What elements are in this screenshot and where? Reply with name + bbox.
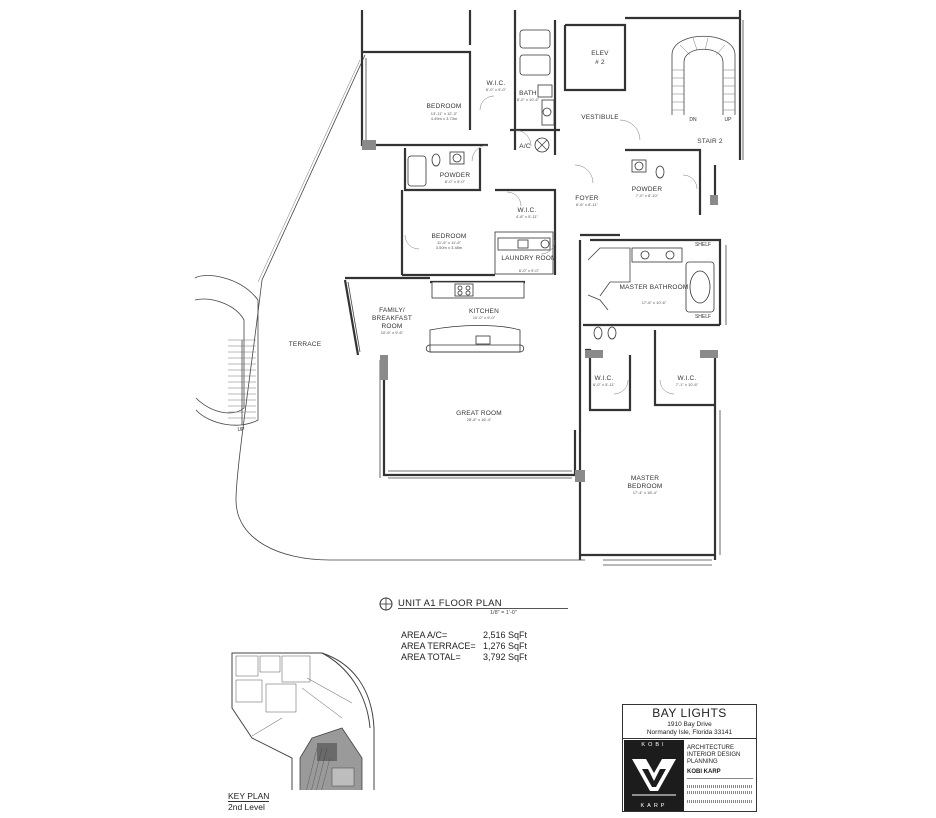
bath-label: BATH (519, 90, 537, 97)
firm-fine-print-rule (687, 778, 753, 779)
area-row-total: AREA TOTAL= 3,792 SqFt (401, 652, 561, 663)
terrace-outline-inner (257, 59, 361, 283)
wic-top-dims: 6'-0" x 9'-0" (486, 87, 507, 92)
wic-mid-dims: 4'-8" x 5'-11" (516, 214, 539, 219)
key-plan-drawing (231, 652, 375, 790)
north-arrow-icon (379, 597, 393, 611)
master-bath-label: MASTER BATHROOM (620, 284, 689, 291)
bedroom-top-label: BEDROOM (427, 103, 462, 110)
terrace-stair-curve (194, 275, 259, 426)
terrace-label: TERRACE (289, 341, 322, 348)
family-label-line3: ROOM (381, 323, 402, 330)
terrace-up-mark: UP (238, 427, 246, 433)
wic-top-label: W.I.C. (487, 80, 506, 87)
kitchen-label: KITCHEN (469, 308, 499, 315)
terrace-stair-curve-inner (194, 298, 245, 414)
family-label-line2: BREAKFAST (372, 315, 412, 322)
stair-2-label: STAIR 2 (697, 138, 723, 145)
unit-plan-title: UNIT A1 FLOOR PLAN (398, 598, 502, 609)
bedroom-mid-dims-metric: 3.50m x 3.48m (436, 245, 463, 250)
area-row-ac: AREA A/C= 2,516 SqFt (401, 630, 561, 641)
service-interior-design: INTERIOR DESIGN (687, 752, 741, 758)
title-block-divider (623, 738, 756, 739)
foyer-label: FOYER (575, 195, 598, 202)
terrace-outline (235, 54, 585, 561)
area-ac-value: 2,516 SqFt (483, 630, 528, 640)
logo-mark-icon (632, 759, 676, 796)
key-plan: KEY PLAN 2nd Level (222, 648, 378, 818)
vestibule-label: VESTIBULE (581, 114, 619, 121)
bedroom-mid-dims: 11'-6" x 11'-6" (437, 240, 462, 245)
bedroom-top-dims: 13'-11" x 12'-3" (431, 111, 458, 116)
area-total-label: AREA TOTAL= (401, 652, 461, 662)
plan-caption: UNIT A1 FLOOR PLAN 1/8" = 1'-0" AREA A/C… (372, 596, 572, 676)
key-plan-title: KEY PLAN 2nd Level (228, 791, 270, 812)
powder-left-dims: 8'-0" x 5'-0" (445, 179, 466, 184)
service-architecture: ARCHITECTURE (687, 745, 735, 751)
bedroom-mid-label: BEDROOM (432, 233, 467, 240)
family-label-line1: FAMILY/ (379, 307, 405, 314)
powder-right-label: POWDER (632, 186, 663, 193)
firm-name: KOBI KARP (687, 769, 721, 775)
elev-label: ELEV (591, 50, 609, 57)
powder-right-dims: 7'-0" x 8'-10" (636, 193, 659, 198)
key-plan-line2: 2nd Level (228, 802, 265, 812)
unit-walls (343, 10, 742, 560)
plumbing-fixtures (407, 29, 715, 340)
great-room-dims: 28'-8" x 16'-4" (467, 417, 492, 422)
wic-mid-label: W.I.C. (518, 207, 537, 214)
stair-up-mark: UP (725, 117, 733, 123)
caption-rule (398, 608, 568, 609)
master-bath-shower (587, 247, 631, 311)
kitchen-dims: 10'-0" x 9'-0" (473, 315, 496, 320)
bedroom-top-dims-metric: 4.49m x 3.73m (431, 116, 458, 121)
window-lines (347, 20, 744, 566)
wic-right-dims: 7'-1" x 10'-6" (676, 382, 699, 387)
logo-text-top: KOBI (641, 742, 667, 748)
shelf-bottom-label: SHELF (695, 314, 711, 320)
project-name: BAY LIGHTS (652, 706, 727, 720)
firm-fine-print-1 (687, 785, 753, 788)
key-plan-line1: KEY PLAN (228, 791, 270, 802)
master-bath-dims: 17'-6" x 10'-6" (642, 300, 667, 305)
elev-number: # 2 (595, 59, 605, 66)
master-bedroom-label-2: BEDROOM (628, 483, 663, 490)
structural-columns (362, 140, 718, 482)
laundry-dims: 6'-0" x 9'-0" (519, 268, 540, 273)
area-terrace-value: 1,276 SqFt (483, 641, 528, 651)
firm-services: ARCHITECTURE INTERIOR DESIGN PLANNING (687, 745, 755, 766)
logo-text-bottom: KARP (640, 803, 668, 809)
wic-left-dims: 6'-0" x 5'-11" (593, 382, 616, 387)
title-block: BAY LIGHTS 1910 Bay Drive Normandy Isle,… (622, 704, 757, 812)
kitchen-counters (425, 281, 525, 353)
firm-fine-print-3 (687, 800, 753, 803)
family-dims: 10'-6" x 9'-6" (381, 330, 404, 335)
laundry-label: LAUNDRY ROOM (501, 255, 556, 262)
firm-fine-print-2 (687, 791, 753, 794)
stair-2-drawing (671, 36, 736, 115)
project-address-line2: Normandy Isle, Florida 33141 (646, 729, 733, 736)
shelf-top-label: SHELF (695, 242, 711, 248)
foyer-dims: 6'-6" x 8'-11" (576, 202, 599, 207)
area-row-terrace: AREA TERRACE= 1,276 SqFt (401, 641, 561, 652)
firm-logo: KOBI KARP (624, 740, 684, 811)
service-planning: PLANNING (687, 759, 718, 765)
master-bedroom-dims: 17'-4" x 18'-4" (633, 490, 658, 495)
area-total-value: 3,792 SqFt (483, 652, 528, 662)
great-room-label: GREAT ROOM (456, 410, 502, 417)
ac-label: A/C (519, 143, 531, 150)
door-swings (404, 95, 698, 395)
bath-dims: 8'-0" x 10'-6" (517, 97, 540, 102)
project-address-line1: 1910 Bay Drive (667, 721, 712, 728)
floor-plan-drawing: BEDROOM 13'-11" x 12'-3" 4.49m x 3.73m W… (194, 10, 744, 566)
wic-right-label: W.I.C. (678, 375, 697, 382)
area-terrace-label: AREA TERRACE= (401, 641, 476, 651)
area-ac-label: AREA A/C= (401, 630, 448, 640)
master-bedroom-label-1: MASTER (631, 475, 659, 482)
plan-scale: 1/8" = 1'-0" (490, 610, 517, 616)
stair-dn-mark: DN (689, 117, 697, 123)
wic-left-label: W.I.C. (595, 375, 614, 382)
powder-left-label: POWDER (440, 172, 471, 179)
